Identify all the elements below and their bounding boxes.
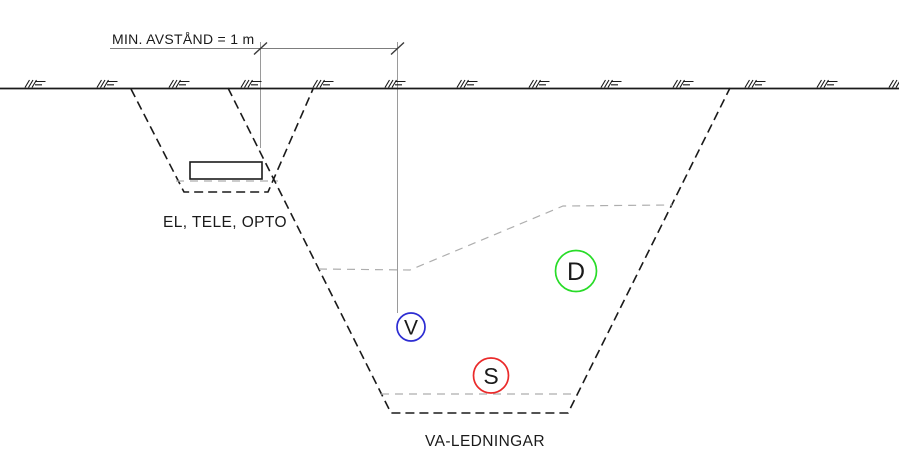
large-trench-label: VA-LEDNINGAR: [425, 433, 545, 450]
dimension-tick-right: [390, 41, 405, 56]
ground-hatch-marks: [24, 79, 899, 88]
cable-duct-rect: [189, 161, 263, 180]
pipe-d-label: D: [567, 258, 585, 286]
pipe-v-circle: [396, 312, 426, 342]
hatch-mark-icon: [456, 79, 478, 88]
hatch-mark-icon: [384, 79, 406, 88]
pipe-v-label: V: [404, 317, 418, 340]
large-trench-upper-guide-line: [318, 204, 673, 271]
hatch-mark-icon: [672, 79, 694, 88]
pipe-s-circle: [472, 357, 510, 394]
dimension-label: MIN. AVSTÅND = 1 m: [112, 31, 254, 47]
hatch-mark-icon: [96, 79, 118, 88]
hatch-mark-icon: [600, 79, 622, 88]
hatch-mark-icon: [816, 79, 838, 88]
hatch-mark-icon: [24, 79, 46, 88]
hatch-mark-icon: [888, 79, 899, 88]
hatch-mark-icon: [312, 79, 334, 88]
large-trench-outline: [227, 87, 731, 414]
hatch-mark-icon: [240, 79, 262, 88]
small-trench-outline: [130, 88, 314, 193]
hatch-mark-icon: [744, 79, 766, 88]
pipe-s-label: S: [483, 363, 498, 389]
hatch-mark-icon: [528, 79, 550, 88]
small-trench-label: EL, TELE, OPTO: [163, 214, 287, 231]
dimension-tick-left: [253, 41, 268, 56]
hatch-mark-icon: [168, 79, 190, 88]
pipe-d-circle: [554, 249, 598, 293]
